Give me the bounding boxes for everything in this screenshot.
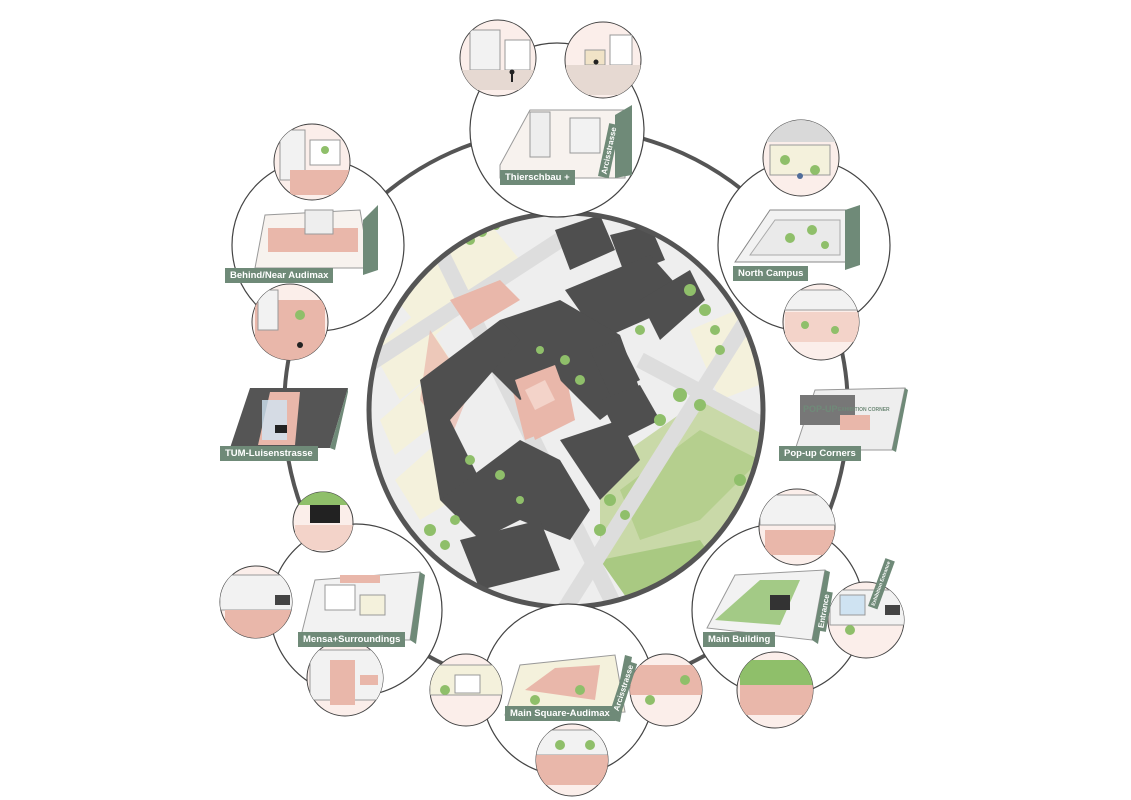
- sketch-thierschbau: [499, 105, 632, 179]
- zone-label-popup: Pop-up Corners: [779, 446, 861, 461]
- zone-label-luisenstrasse: TUM-Luisenstrasse: [220, 446, 318, 461]
- zone-label-audimax: Behind/Near Audimax: [225, 268, 334, 283]
- campus-site-plan: [369, 213, 763, 607]
- sketch-audimax: [254, 205, 378, 275]
- popup-sign-sub: EXHIBITION CORNER: [838, 407, 890, 413]
- sketch-popup: [794, 387, 908, 452]
- zone-label-main-building: Main Building: [703, 632, 776, 647]
- sketch-luisenstrasse: [230, 388, 348, 450]
- zone-label-mensa: Mensa+Surroundings: [298, 632, 406, 647]
- popup-sign-main: POP-UP: [803, 404, 838, 414]
- zone-label-north-campus: North Campus: [733, 266, 809, 281]
- zone-label-thierschbau: Thierschbau +: [500, 170, 575, 185]
- food-truck-icon: [314, 508, 338, 522]
- sketch-mensa: [299, 571, 425, 644]
- zone-label-main-square: Main Square-Audimax: [505, 706, 615, 721]
- sketch-north-campus: [734, 205, 860, 270]
